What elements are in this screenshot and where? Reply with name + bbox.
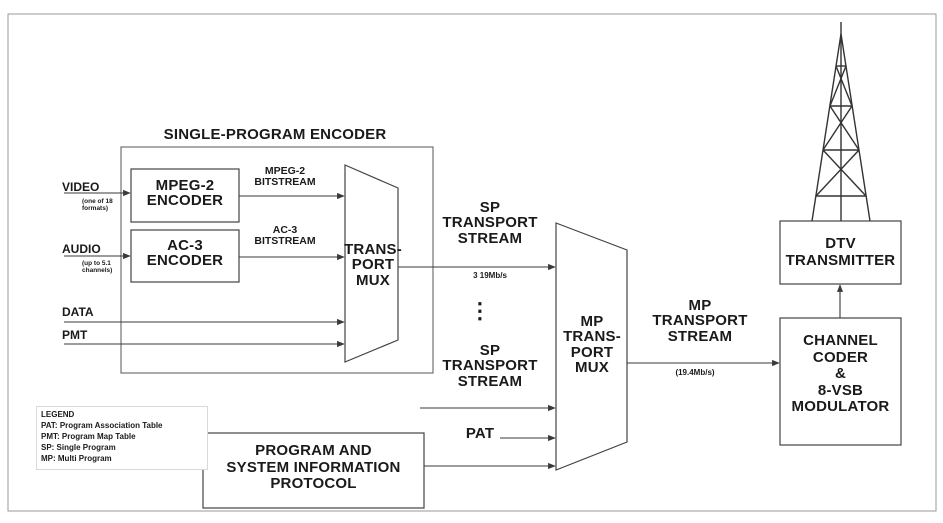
sp-rate-label: 3 19Mb/s [450,272,530,280]
legend-item-pat: PAT: Program Association Table [41,421,163,430]
program-system-info-label: PROGRAM AND SYSTEM INFORMATION PROTOCOL [203,443,424,493]
ac3-bitstream-label: AC-3 BITSTREAM [244,225,326,246]
legend-title: LEGEND [41,410,74,419]
video-note: (one of 18 formats) [82,199,122,212]
mp-transport-stream-label: MP TRANSPORT STREAM [640,298,760,344]
mp-transport-mux-label: MP TRANS- PORT MUX [554,314,630,375]
ellipsis-label: ⋮ [460,300,500,322]
legend-item-sp: SP: Single Program [41,443,116,452]
channel-coder-label: CHANNEL CODER & 8-VSB MODULATOR [780,333,901,416]
audio-note: (up to 5.1 channels) [82,261,122,274]
legend-item-pmt: PMT: Program Map Table [41,432,136,441]
mp-rate-label: (19.4Mb/s) [655,369,735,377]
ac3-encoder-label: AC-3 ENCODER [131,238,239,269]
pmt-label: PMT [62,329,112,341]
sp-transport-stream-label-2: SP TRANSPORT STREAM [430,343,550,389]
tower-icon [812,22,870,221]
single-program-encoder-title: SINGLE-PROGRAM ENCODER [150,127,400,142]
legend-item-mp: MP: Multi Program [41,454,112,463]
dtv-transmitter-label: DTV TRANSMITTER [780,236,901,269]
data-label: DATA [62,306,112,318]
audio-label: AUDIO [62,243,112,255]
mpeg2-encoder-label: MPEG-2 ENCODER [131,178,239,209]
video-label: VIDEO [62,181,112,193]
mpeg2-bitstream-label: MPEG-2 BITSTREAM [244,166,326,187]
pat-label: PAT [450,426,510,441]
sp-transport-stream-label-1: SP TRANSPORT STREAM [430,200,550,246]
legend-box: LEGEND PAT: Program Association Table PM… [36,406,208,470]
transport-mux-label: TRANS- PORT MUX [340,242,406,288]
